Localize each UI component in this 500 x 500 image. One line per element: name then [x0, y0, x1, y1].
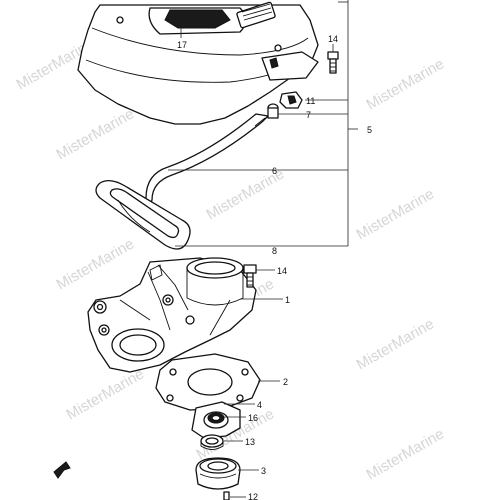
- callout-16[interactable]: 16: [248, 413, 258, 423]
- callout-17[interactable]: 17: [177, 40, 187, 50]
- callout-8[interactable]: 8: [272, 246, 277, 256]
- leader-lines: [168, 0, 358, 247]
- callout-2[interactable]: 2: [283, 377, 288, 387]
- leader-lines-lower: [224, 269, 283, 498]
- cap-3[interactable]: [195, 457, 241, 490]
- gasket-2[interactable]: [155, 353, 261, 411]
- callout-12[interactable]: 12: [248, 492, 258, 500]
- callout-5[interactable]: 5: [367, 125, 372, 135]
- silencer-cover-17[interactable]: [77, 1, 319, 125]
- callout-4[interactable]: 4: [257, 400, 262, 410]
- watermark: MisterMarine: [64, 365, 148, 423]
- callout-1[interactable]: 1: [285, 295, 290, 305]
- callout-7[interactable]: 7: [306, 110, 311, 120]
- watermark: MisterMarine: [354, 315, 438, 373]
- callout-13[interactable]: 13: [245, 437, 255, 447]
- fwd-arrow-icon: [53, 461, 71, 479]
- callout-6[interactable]: 6: [272, 166, 277, 176]
- callout-labels: 17 14 11 7 5 6 8 14 1 2 4 16 13 3 12: [177, 34, 372, 500]
- intake-bracket-1[interactable]: [87, 257, 257, 373]
- fitting-7[interactable]: [267, 103, 279, 119]
- bolt-14-mid[interactable]: [243, 264, 257, 288]
- callout-14-top[interactable]: 14: [328, 34, 338, 44]
- watermark: MisterMarine: [54, 235, 138, 293]
- seal-8[interactable]: [95, 179, 191, 250]
- watermark: MisterMarine: [54, 105, 138, 163]
- bolt-14-top[interactable]: [327, 51, 339, 74]
- seal-16[interactable]: [207, 412, 225, 424]
- callout-3[interactable]: 3: [261, 466, 266, 476]
- callout-14-mid[interactable]: 14: [277, 266, 287, 276]
- watermark: MisterMarine: [364, 55, 448, 113]
- clip-11[interactable]: [279, 91, 303, 109]
- ring-13[interactable]: [200, 434, 224, 450]
- watermark: MisterMarine: [354, 185, 438, 243]
- callout-11[interactable]: 11: [306, 96, 315, 106]
- watermark: MisterMarine: [364, 425, 448, 483]
- screw-12[interactable]: [223, 491, 230, 500]
